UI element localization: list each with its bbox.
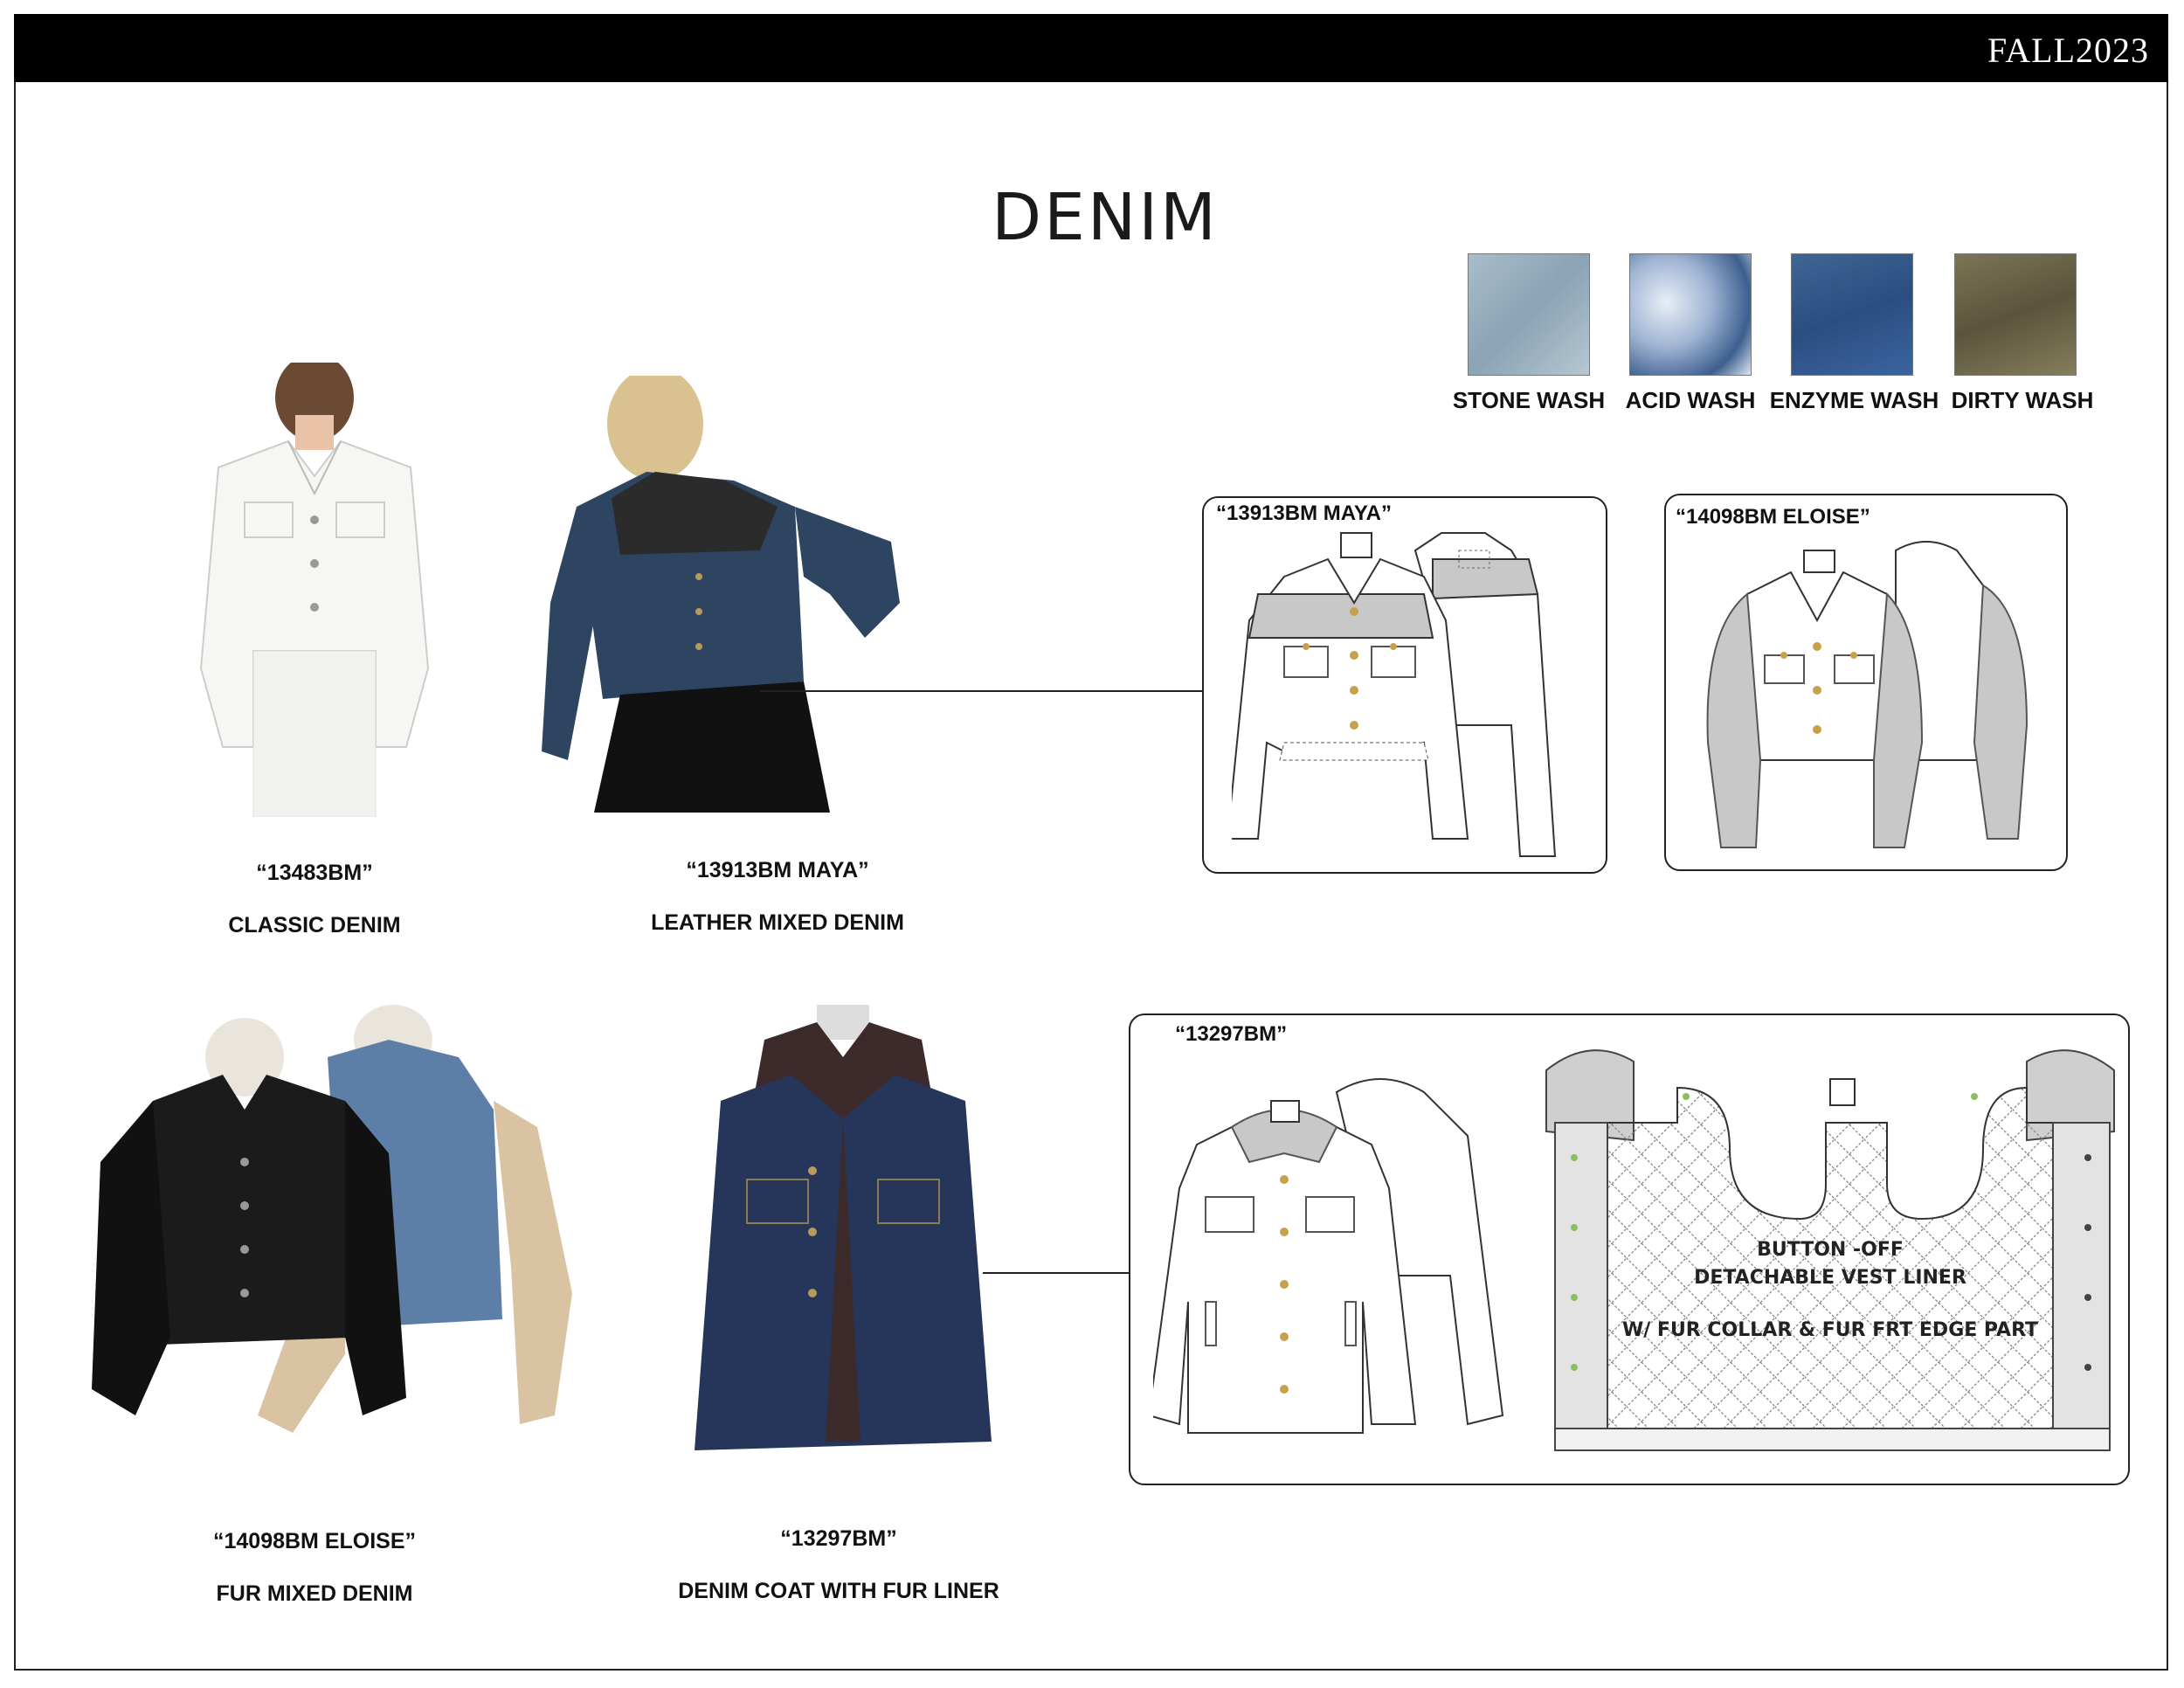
dirty-wash-swatch [1954,253,2077,376]
product-name-denim-coat-with-fur-liner: DENIM COAT WITH FUR LINER [678,1579,999,1603]
dirty-wash-label: DIRTY WASH [1951,387,2094,413]
product-style-14098bm-eloise: “14098BM ELOISE” [212,1529,417,1553]
product-name-fur-mixed-denim: FUR MIXED DENIM [216,1581,413,1606]
product-style-13297bm: “13297BM” [780,1526,897,1551]
product-style-13483bm: “13483BM” [256,861,373,885]
season-label: FALL2023 [1987,31,2149,70]
page-title: DENIM [992,180,1219,255]
flat-label-13297bm: “13297BM” [1175,1022,1288,1046]
liner-text-line2: DETACHABLE VEST LINER [1694,1267,1966,1289]
eloise-technical-flat [1706,541,2028,848]
header-bar [14,14,2168,82]
coat-13297bm-technical-flat [1153,1078,1504,1434]
maya-technical-flat [1232,532,1557,857]
enzyme-wash-swatch [1791,253,1913,376]
connector-line-13297bm [983,1272,1130,1274]
stone-wash-label: STONE WASH [1452,387,1606,413]
flat-label-maya: “13913BM MAYA” [1216,502,1392,525]
product-name-classic-denim: CLASSIC DENIM [228,913,401,937]
acid-wash-label: ACID WASH [1625,387,1756,413]
enzyme-wash-label: ENZYME WASH [1769,387,1939,413]
flat-label-eloise: “14098BM ELOISE” [1676,505,1870,529]
denim-coat-fur-liner-photo [668,1005,1018,1494]
vest-liner-technical-flat [1545,1049,2115,1451]
liner-text-line3: W/ FUR COLLAR & FUR FRT EDGE PART [1621,1319,2039,1341]
fur-mixed-denim-photo [83,1005,590,1450]
product-style-13913bm-maya: “13913BM MAYA” [686,858,869,882]
product-name-leather-mixed-denim: LEATHER MIXED DENIM [651,910,904,935]
stone-wash-swatch [1468,253,1590,376]
classic-denim-photo [166,363,463,817]
leather-mixed-denim-photo [515,376,935,813]
connector-line-maya [760,690,1204,692]
liner-text-line1: BUTTON -OFF [1757,1239,1904,1261]
acid-wash-swatch [1629,253,1752,376]
